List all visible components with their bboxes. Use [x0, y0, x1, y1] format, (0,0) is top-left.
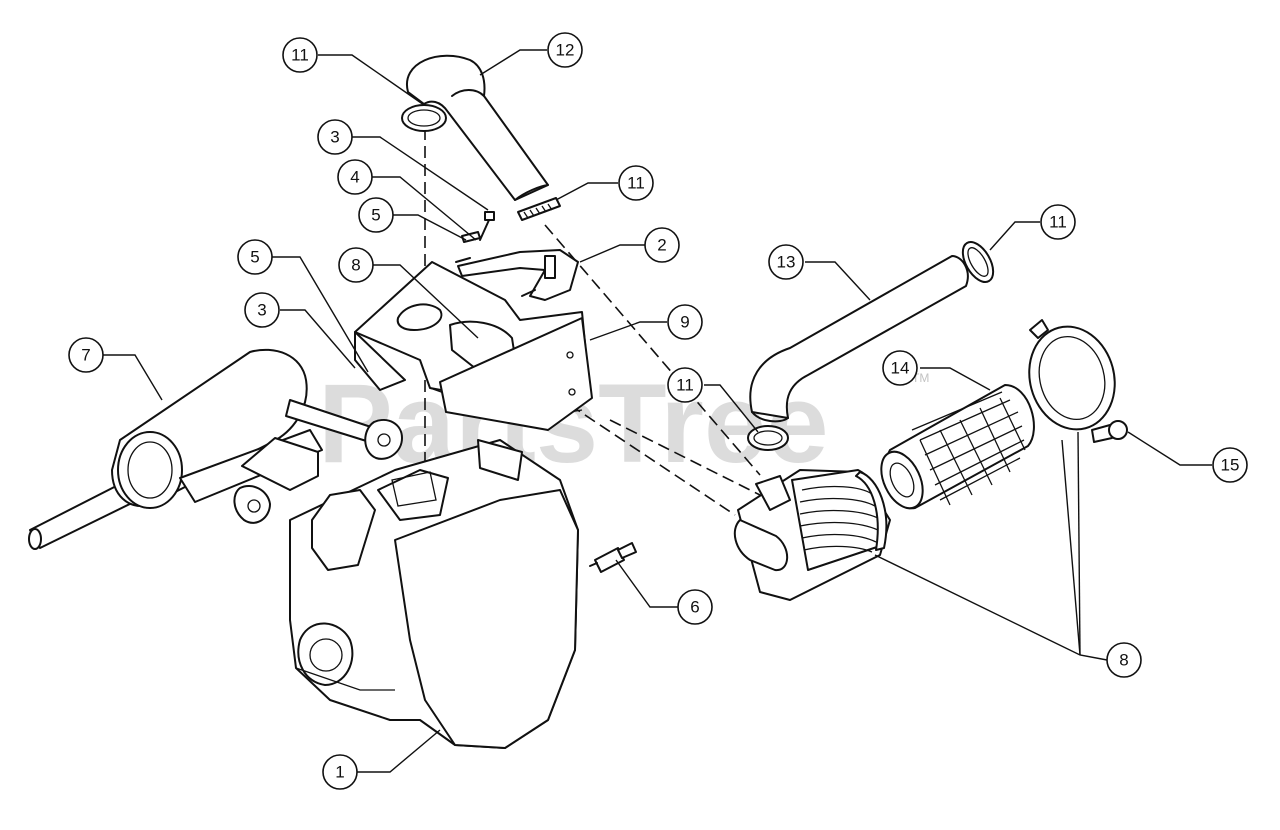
svg-text:11: 11 [627, 174, 645, 193]
air-cleaner-housing [733, 469, 891, 601]
fastener-hardware-top [455, 211, 495, 263]
svg-text:6: 6 [690, 598, 699, 617]
callout-9: 9 [667, 304, 703, 340]
svg-text:2: 2 [657, 236, 666, 255]
leader-lines [103, 49, 1212, 773]
filter-cover [1028, 319, 1128, 443]
svg-text:14: 14 [891, 359, 910, 378]
svg-text:4: 4 [350, 168, 359, 187]
callout-3-left: 3 [244, 292, 280, 328]
callout-5-left: 5 [237, 239, 273, 275]
callout-14: 14 [882, 350, 918, 386]
callout-11-right: 11 [1040, 204, 1076, 240]
callouts: 11 12 3 11 4 5 2 11 5 8 13 [68, 32, 1248, 790]
svg-text:11: 11 [1049, 213, 1067, 232]
air-filter-element [880, 384, 1035, 510]
side-panel [439, 317, 593, 431]
hose-clamp-lower [747, 425, 789, 451]
svg-text:8: 8 [1119, 651, 1128, 670]
callout-8-bottom: 8 [1106, 642, 1142, 678]
callout-3-top: 3 [317, 119, 353, 155]
svg-text:1: 1 [335, 763, 344, 782]
callout-11-lower: 11 [667, 367, 703, 403]
callout-12: 12 [547, 32, 583, 68]
svg-text:5: 5 [371, 206, 380, 225]
muffler [28, 348, 403, 550]
callout-1: 1 [322, 754, 358, 790]
svg-text:11: 11 [676, 376, 694, 395]
svg-text:9: 9 [680, 313, 689, 332]
hose-clamp-right [961, 241, 995, 283]
callout-11-mid: 11 [618, 165, 654, 201]
callout-15: 15 [1212, 447, 1248, 483]
svg-text:15: 15 [1221, 456, 1240, 475]
svg-text:8: 8 [351, 256, 360, 275]
svg-text:11: 11 [291, 46, 309, 65]
callout-4: 4 [337, 159, 373, 195]
callout-7: 7 [68, 337, 104, 373]
svg-text:7: 7 [81, 346, 90, 365]
svg-text:13: 13 [777, 253, 796, 272]
callout-5-top: 5 [358, 197, 394, 233]
oil-pressure-sensor [589, 542, 637, 573]
callout-8-top: 8 [338, 247, 374, 283]
mounting-bracket [457, 249, 579, 301]
intake-tube-lower [749, 255, 969, 423]
callout-6: 6 [677, 589, 713, 625]
svg-text:12: 12 [556, 41, 575, 60]
callout-13: 13 [768, 244, 804, 280]
intake-elbow-tube [405, 54, 549, 201]
hose-clamp-top [401, 104, 447, 132]
engine [289, 439, 579, 749]
svg-text:5: 5 [250, 248, 259, 267]
callout-11-top: 11 [282, 37, 318, 73]
callout-2: 2 [644, 227, 680, 263]
svg-text:3: 3 [257, 301, 266, 320]
svg-text:3: 3 [330, 128, 339, 147]
hose-clamp-mid [517, 197, 561, 221]
